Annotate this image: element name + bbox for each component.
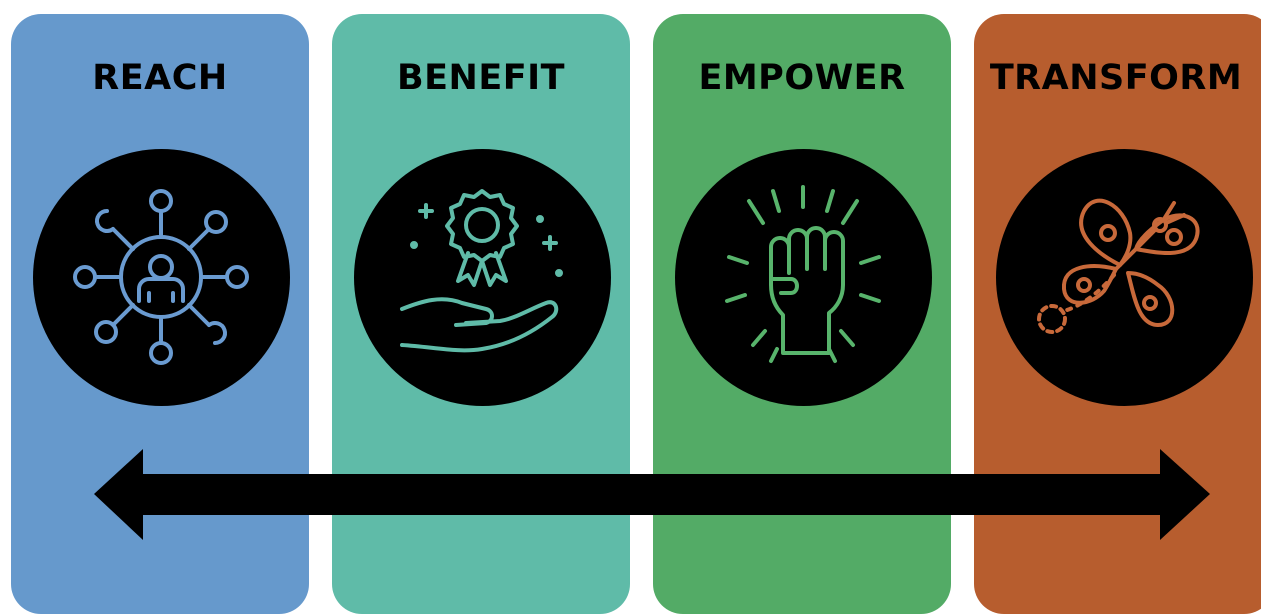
stage-empower: EMPOWER [653,14,951,614]
icon-disc-empower [675,149,932,406]
icon-disc-benefit [354,149,611,406]
stage-reach: REACH [11,14,309,614]
diagram: REACH [11,14,1261,614]
hand-award-icon [400,189,563,353]
icon-disc-transform [996,149,1253,406]
network-person-icon [73,189,249,365]
icon-disc-reach [33,149,290,406]
raised-fist-icon [725,185,881,363]
stage-title-reach: REACH [92,58,228,98]
butterfly-icon [1037,198,1200,334]
stage-title-transform: TRANSFORM [989,58,1243,98]
stage-title-empower: EMPOWER [698,58,906,98]
stage-benefit: BENEFIT [332,14,630,614]
stage-transform: TRANSFORM [974,14,1261,614]
stage-title-benefit: BENEFIT [396,58,566,98]
